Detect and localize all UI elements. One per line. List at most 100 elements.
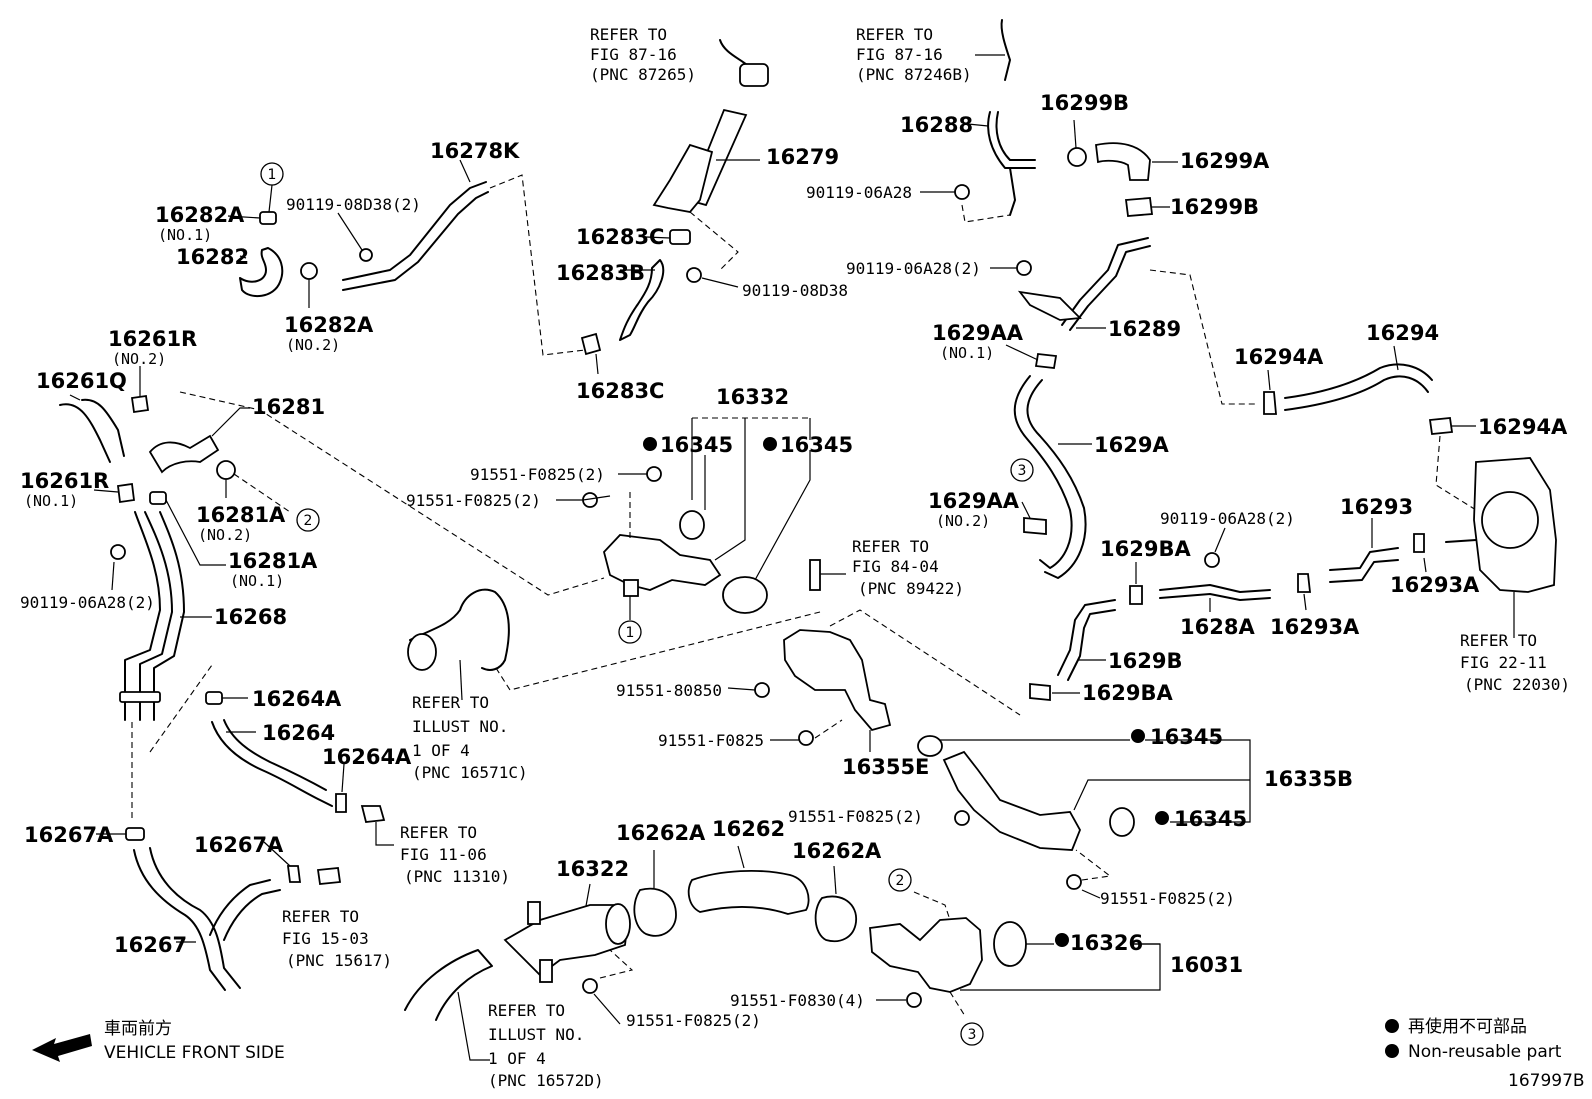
leader-91551-F0825-2d <box>1081 889 1101 899</box>
dashed-16281 <box>179 391 605 596</box>
clamp-16264A-2 <box>335 793 347 813</box>
leader-16322 <box>585 883 591 907</box>
part-labels: 16278K 16282A (NO.1) 16282 90119-08D38(2… <box>20 91 1568 1030</box>
part-label-16278K: 16278K <box>430 139 520 163</box>
bolt-label-91551-F0825-2d: 91551-F0825(2) <box>1100 889 1235 908</box>
leader-16572D <box>457 991 490 1061</box>
part-sub-16282A-no1: (NO.1) <box>158 226 212 244</box>
dashed-16278K <box>489 174 586 356</box>
bolt-90119-06A28 <box>954 184 970 200</box>
part-label-1628A: 1628A <box>1180 615 1255 639</box>
part-label-16345-3: 16345 <box>1150 725 1223 749</box>
leader-1629AA-1 <box>1005 344 1039 361</box>
leader-16283C-1 <box>645 236 671 239</box>
hose-16282 <box>239 247 284 298</box>
bolt-91551-F0825-2a <box>646 466 662 482</box>
ref-16572D-line3: 1 OF 4 <box>488 1049 546 1068</box>
ref-89422-line2: FIG 84-04 <box>852 557 939 576</box>
pipe-16335B <box>942 750 1081 851</box>
hose-87246B <box>1000 19 1011 81</box>
gasket-16326 <box>993 921 1027 967</box>
bolt-label-91551-F0825-2a: 91551-F0825(2) <box>470 465 605 484</box>
bolt-90119-08D38-2 <box>359 248 373 262</box>
pipe-16268-bracket <box>119 691 161 703</box>
part-label-16262: 16262 <box>712 817 785 841</box>
bolt-90119-06A28-2c <box>110 544 126 560</box>
bolt-90119-08D38 <box>686 267 702 283</box>
part-label-16322: 16322 <box>556 857 629 881</box>
part-label-16283C-1: 16283C <box>576 225 664 249</box>
part-label-16282: 16282 <box>176 245 249 269</box>
marker-circle <box>618 620 642 644</box>
bolt-label-90119-08D38: 90119-08D38 <box>742 281 848 300</box>
leader-16283C-2 <box>595 353 599 375</box>
hose-16294-inner <box>1284 375 1429 411</box>
bolt-label-90119-06A28-2c: 90119-06A28(2) <box>20 593 155 612</box>
dashed-16281A-2 <box>233 473 291 513</box>
bracket-16279 <box>652 143 714 213</box>
pipe-16293A-stub <box>1445 539 1477 543</box>
ref-11310-line1: REFER TO <box>400 823 477 842</box>
ref-87246B-line3: (PNC 87246B) <box>856 65 972 84</box>
leader-91551-80850 <box>727 687 756 691</box>
hose-1629A-inner <box>1026 379 1087 579</box>
part-label-1629BA-2: 1629BA <box>1082 681 1173 705</box>
dashed-16289 <box>1149 269 1256 405</box>
pipe-16289-inner <box>1069 245 1151 331</box>
hose-16293-inner <box>1329 559 1399 583</box>
pipe-16322-end <box>605 903 631 945</box>
water-outlet-stub <box>623 579 639 597</box>
leader-16294A-1 <box>1267 369 1271 391</box>
hose-16283B <box>619 259 665 341</box>
part-label-16299B-2: 16299B <box>1170 195 1259 219</box>
clamp-16262A-1 <box>633 887 677 937</box>
leader-16262 <box>737 845 745 869</box>
pipe-16289 <box>1061 237 1149 326</box>
clamp-16261R-1 <box>116 482 136 504</box>
non-reusable-dot-icon-16345-4 <box>1155 811 1169 825</box>
leader-marker1a <box>268 184 273 213</box>
part-sub-16261R-no1: (NO.1) <box>24 492 78 510</box>
hose-16293 <box>1329 547 1399 571</box>
legend-en: Non-reusable part <box>1408 1042 1562 1062</box>
clamp-16299B-2 <box>1124 197 1154 217</box>
dashed-16571C <box>495 611 821 691</box>
ref-89422-line3: (PNC 89422) <box>858 579 964 598</box>
leader-16278K <box>459 159 471 183</box>
bolt-label-90119-06A28-2b: 90119-06A28(2) <box>1160 509 1295 528</box>
leader-16288 <box>967 123 989 127</box>
part-sub-16281A-no2: (NO.2) <box>198 526 252 544</box>
part-label-1629B: 1629B <box>1108 649 1182 673</box>
part-label-16299B-1: 16299B <box>1040 91 1129 115</box>
leader-16294 <box>1393 345 1399 371</box>
ref-87265-line3: (PNC 87265) <box>590 65 696 84</box>
ref-22030-line1: REFER TO <box>1460 631 1537 650</box>
leader-16261Q <box>69 394 81 401</box>
hose-1629B <box>1057 599 1116 676</box>
marker-circle <box>960 1022 984 1046</box>
part-label-16031: 16031 <box>1170 953 1243 977</box>
bolt-label-90119-06A28-2a: 90119-06A28(2) <box>846 259 981 278</box>
bolt-label-91551-F0825-2c: 91551-F0825(2) <box>788 807 923 826</box>
vehicle-front-arrow-icon <box>32 1034 92 1062</box>
part-label-16261R-no2: 16261R <box>108 327 197 351</box>
ref-11310-line2: FIG 11-06 <box>400 845 487 864</box>
clamp-16282A-no2 <box>300 262 318 280</box>
clamp-16281A-1 <box>149 491 167 505</box>
leader-16335B-top <box>1145 739 1251 823</box>
part-label-16293A-2: 16293A <box>1390 573 1480 597</box>
dashed-16335B <box>1075 849 1112 881</box>
thermostat-housing-16031 <box>869 917 983 993</box>
non-reusable-dot-icon-16345-3 <box>1131 729 1145 743</box>
part-label-16345-2: 16345 <box>780 433 853 457</box>
marker-1b: 1 <box>626 625 635 641</box>
leader-16281 <box>211 407 250 437</box>
leader-16293A-2 <box>1423 557 1427 573</box>
part-label-16289: 16289 <box>1108 317 1181 341</box>
gasket-16345-4 <box>1109 807 1135 837</box>
ref-87265-line2: FIG 87-16 <box>590 45 677 64</box>
pipe-1628A <box>1159 584 1271 593</box>
part-label-16281A-no2: 16281A <box>196 503 286 527</box>
legend-dot-icon-1 <box>1385 1019 1399 1033</box>
part-label-16281A-no1: 16281A <box>228 549 318 573</box>
